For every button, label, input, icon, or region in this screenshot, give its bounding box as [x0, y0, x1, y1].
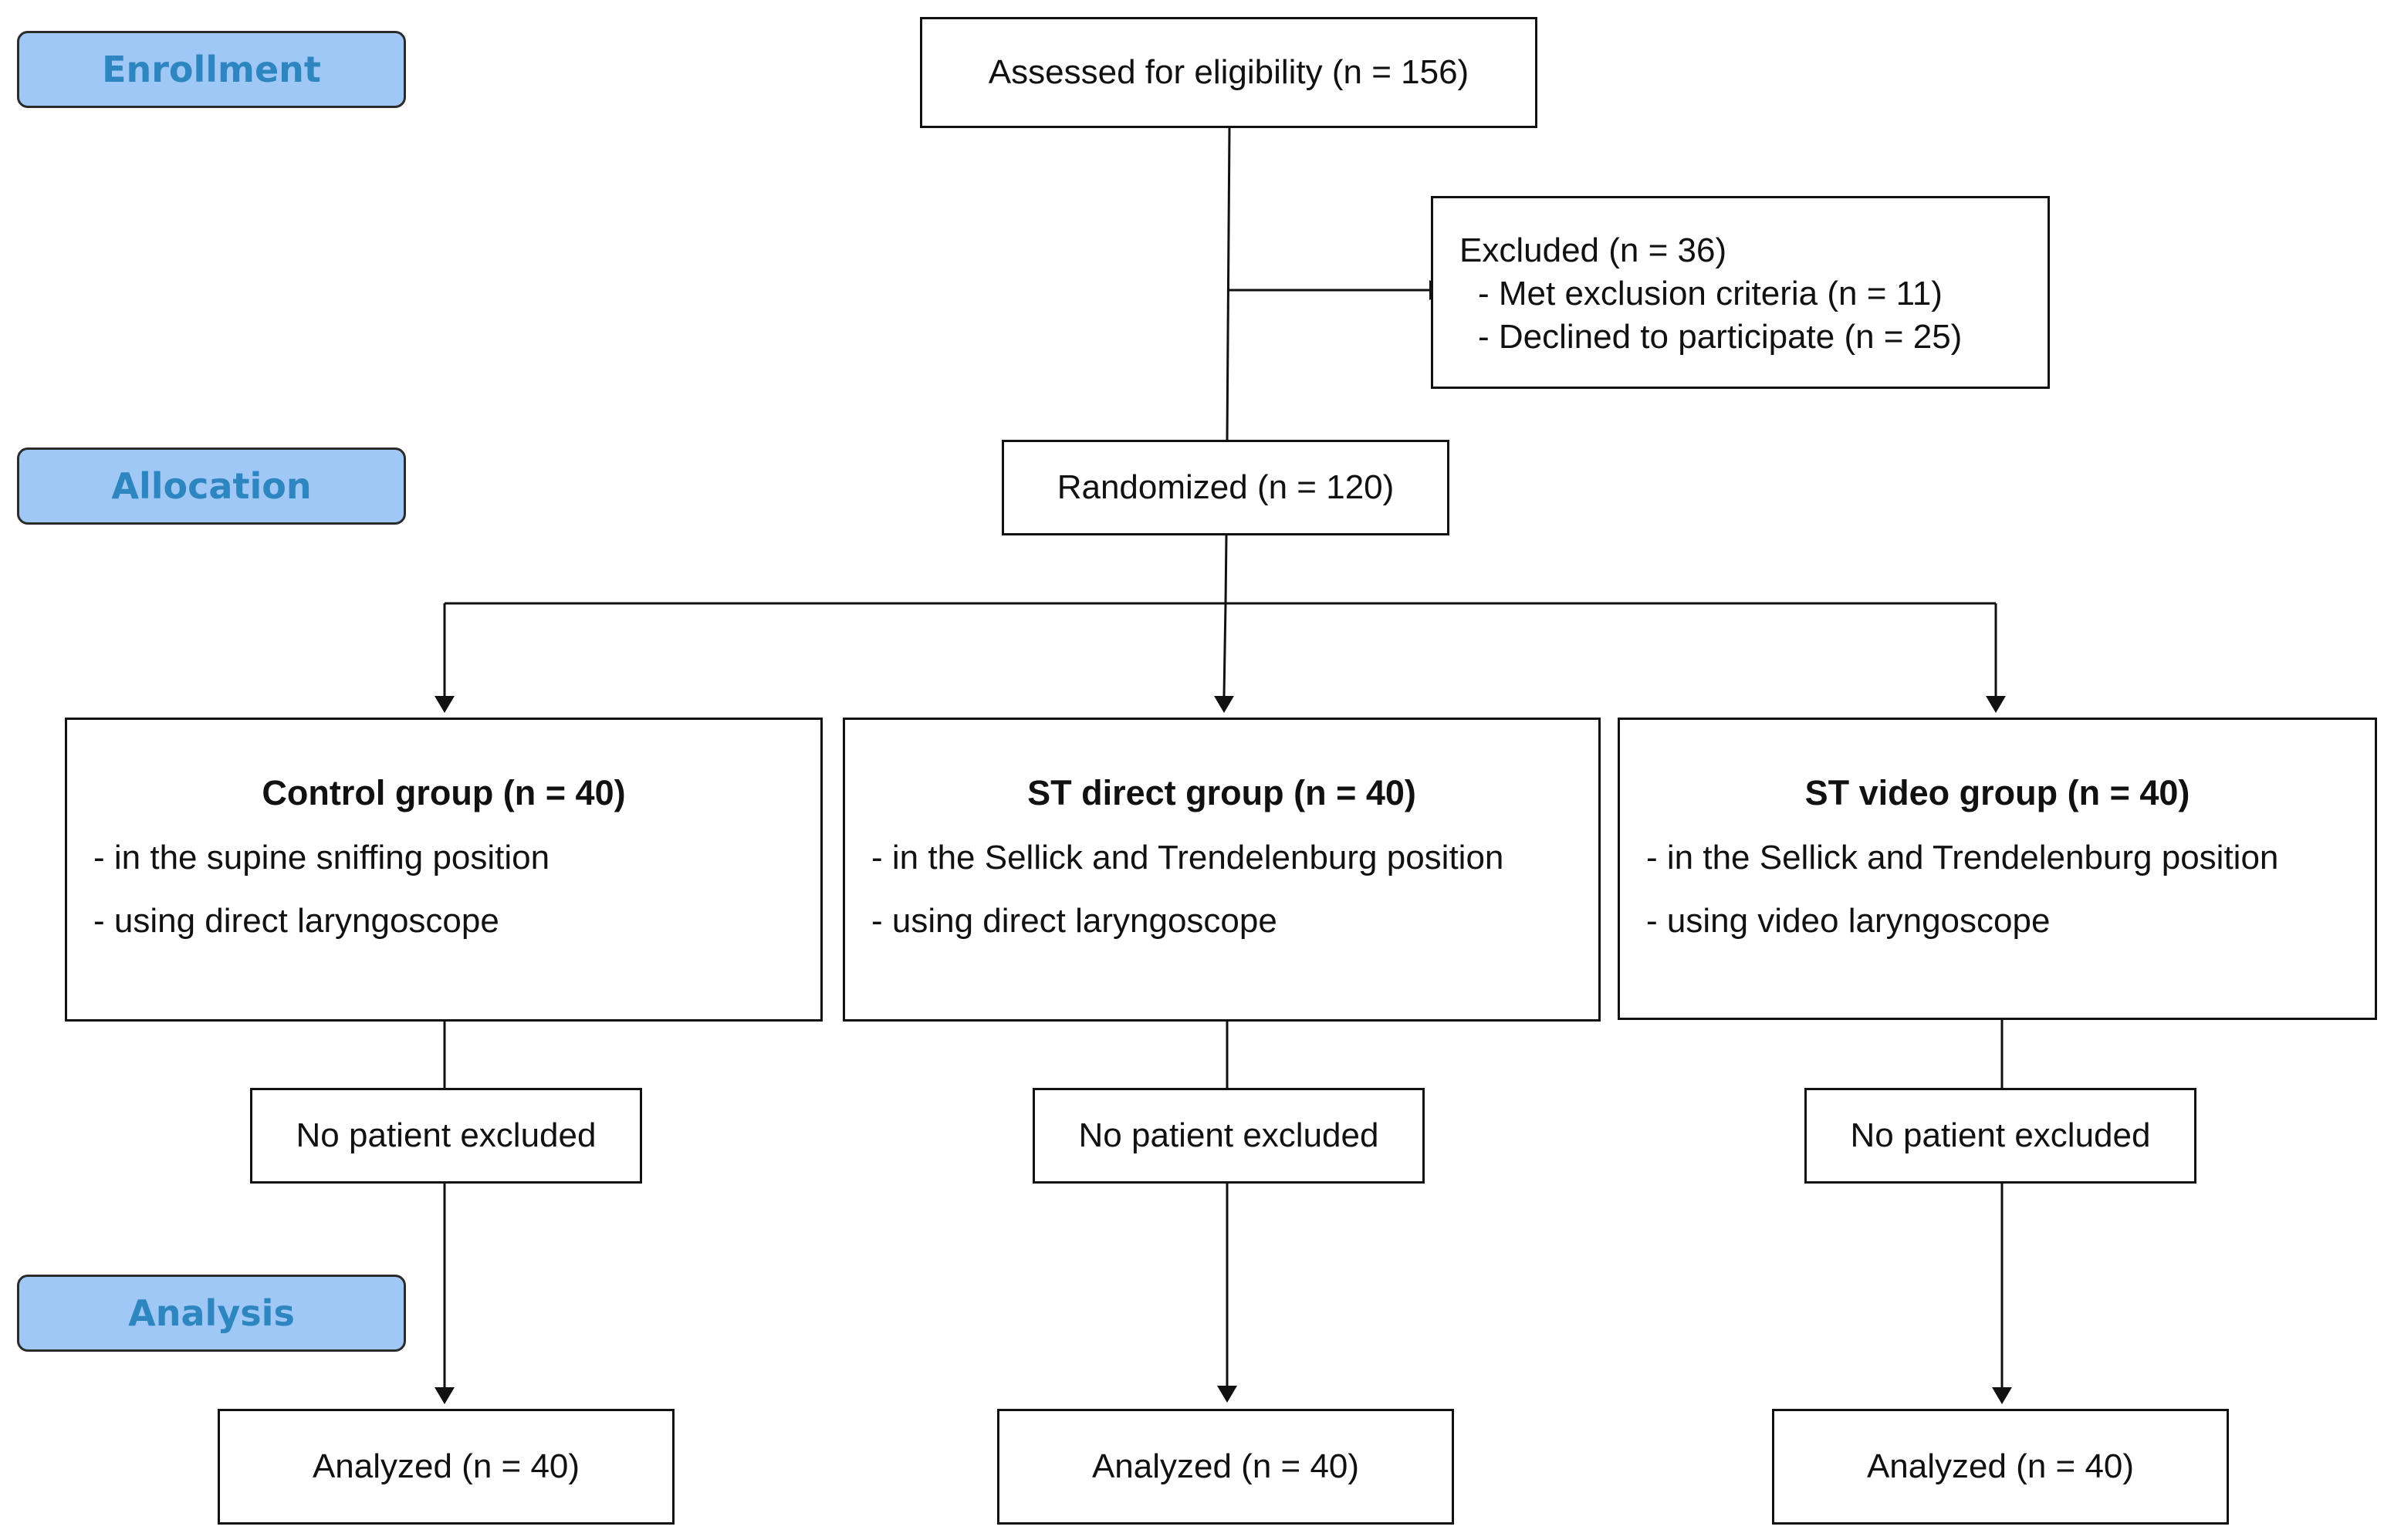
group-title: ST direct group (n = 40): [1027, 773, 1416, 812]
arrowhead-st-direct: [1214, 696, 1234, 713]
analyzed-box-st-direct: Analyzed (n = 40): [997, 1409, 1454, 1525]
excluded-item: - Met exclusion criteria (n = 11): [1478, 275, 1943, 312]
group-box-st-direct: ST direct group (n = 40) - in the Sellic…: [843, 718, 1601, 1022]
line-to-st-direct: [1222, 603, 1227, 697]
group-detail: - using direct laryngoscope: [93, 902, 499, 940]
stage-label-enrollment: Enrollment: [17, 31, 406, 108]
randomized-box: Randomized (n = 120): [1002, 440, 1449, 535]
group-detail: - in the Sellick and Trendelenburg posit…: [871, 839, 1504, 876]
arrowhead-st-video: [1986, 696, 2006, 713]
group-box-control: Control group (n = 40) - in the supine s…: [65, 718, 823, 1022]
group-detail: - using direct laryngoscope: [871, 902, 1277, 940]
arrowhead-control-analyzed: [435, 1387, 455, 1404]
group-detail: - in the Sellick and Trendelenburg posit…: [1646, 839, 2279, 876]
analyzed-box-st-video: Analyzed (n = 40): [1772, 1409, 2229, 1525]
followup-box-control: No patient excluded: [250, 1088, 642, 1184]
group-detail: - using video laryngoscope: [1646, 902, 2051, 940]
stage-label-allocation: Allocation: [17, 447, 406, 525]
line-assessed-to-randomized: [1226, 127, 1231, 442]
group-detail: - in the supine sniffing position: [93, 839, 550, 876]
group-box-st-video: ST video group (n = 40) - in the Sellick…: [1618, 718, 2377, 1020]
followup-box-st-direct: No patient excluded: [1033, 1088, 1425, 1184]
group-title: ST video group (n = 40): [1804, 773, 2190, 812]
stage-label-analysis: Analysis: [17, 1275, 406, 1352]
arrowhead-st-direct-analyzed: [1217, 1386, 1237, 1403]
analyzed-box-control: Analyzed (n = 40): [218, 1409, 675, 1525]
arrowhead-control: [435, 696, 455, 713]
arrowhead-st-video-analyzed: [1992, 1387, 2012, 1404]
group-title: Control group (n = 40): [262, 773, 626, 812]
excluded-title: Excluded (n = 36): [1459, 231, 1727, 269]
followup-box-st-video: No patient excluded: [1804, 1088, 2196, 1184]
assessed-box: Assessed for eligibility (n = 156): [920, 17, 1537, 128]
excluded-box: Excluded (n = 36) - Met exclusion criter…: [1431, 196, 2050, 389]
excluded-item: - Declined to participate (n = 25): [1478, 318, 1963, 356]
